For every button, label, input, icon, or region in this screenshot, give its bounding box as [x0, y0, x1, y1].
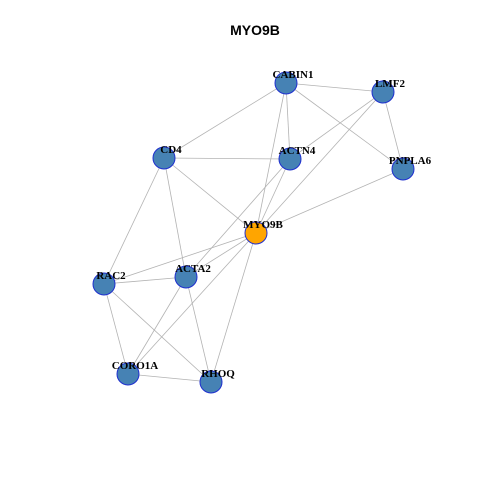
node-label-rac2: RAC2	[96, 270, 126, 282]
node-pnpla6	[391, 157, 415, 181]
node-label-pnpla6: PNPLA6	[389, 155, 432, 167]
edge-cabin1-cd4	[163, 82, 287, 159]
edge-cabin1-lmf2	[285, 82, 384, 93]
edge-cabin1-actn4	[285, 82, 291, 160]
node-cabin1	[274, 71, 298, 95]
edge-cd4-rac2	[103, 157, 165, 285]
diagram-title: MYO9B	[230, 22, 280, 38]
edge-rac2-acta2	[103, 276, 187, 285]
edge-rac2-coro1a	[103, 283, 129, 375]
edge-cd4-myo9b	[163, 157, 257, 234]
edge-cabin1-pnpla6	[285, 82, 404, 170]
node-myo9b	[244, 221, 268, 245]
node-label-rhoq: RHOQ	[201, 368, 235, 380]
edge-cabin1-myo9b	[255, 82, 287, 234]
edge-myo9b-rac2	[103, 232, 257, 285]
edge-lmf2-pnpla6	[382, 91, 404, 170]
node-coro1a	[116, 362, 140, 386]
edge-coro1a-rhoq	[127, 373, 212, 383]
node-label-cd4: CD4	[160, 144, 182, 156]
edge-actn4-acta2	[185, 158, 291, 278]
edge-myo9b-acta2	[185, 232, 257, 278]
edges-layer	[103, 82, 404, 383]
node-label-cabin1: CABIN1	[273, 69, 314, 81]
node-label-actn4: ACTN4	[279, 145, 316, 157]
node-label-acta2: ACTA2	[175, 263, 211, 275]
edge-acta2-rhoq	[185, 276, 212, 383]
edge-lmf2-actn4	[289, 91, 384, 160]
edge-actn4-myo9b	[255, 158, 291, 234]
node-cd4	[152, 146, 176, 170]
edge-rac2-rhoq	[103, 283, 212, 383]
node-rhoq	[199, 370, 223, 394]
node-lmf2	[371, 80, 395, 104]
nodes-layer	[92, 71, 415, 394]
node-acta2	[174, 265, 198, 289]
node-label-myo9b: MYO9B	[243, 219, 283, 231]
edge-myo9b-rhoq	[210, 232, 257, 383]
edge-lmf2-myo9b	[255, 91, 384, 234]
edge-pnpla6-myo9b	[255, 168, 404, 234]
edge-cd4-acta2	[163, 157, 187, 278]
node-rac2	[92, 272, 116, 296]
node-label-lmf2: LMF2	[375, 78, 405, 90]
edge-acta2-coro1a	[127, 276, 187, 375]
node-actn4	[278, 147, 302, 171]
edge-cd4-actn4	[163, 157, 291, 160]
node-label-coro1a: CORO1A	[112, 360, 159, 372]
